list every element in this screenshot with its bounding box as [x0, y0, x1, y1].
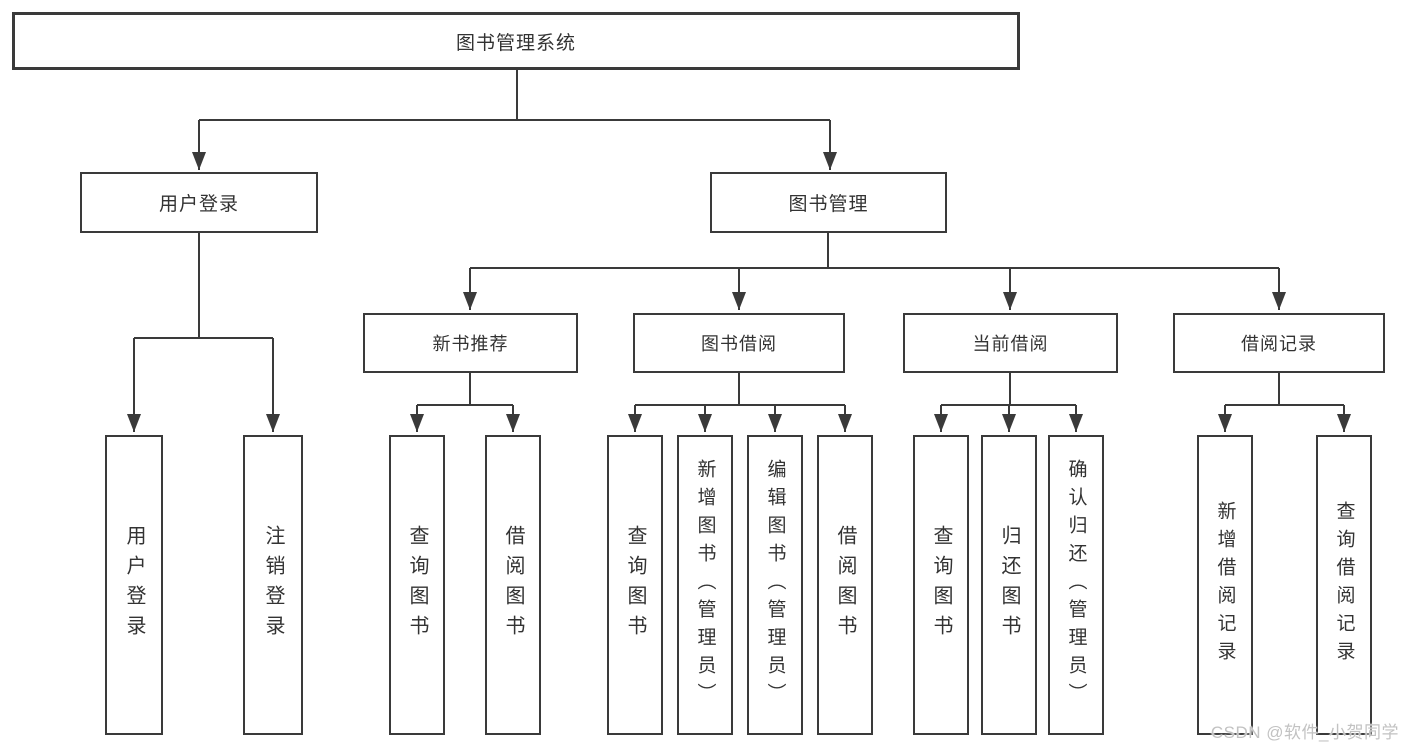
- node-library-management-system: 图书管理系统: [12, 12, 1020, 70]
- leaf-add-books-admin: 新增图书（管理员）: [677, 435, 733, 735]
- leaf-query-books-recommend: 查询图书: [389, 435, 445, 735]
- node-user-login: 用户登录: [80, 172, 318, 233]
- leaf-query-books-current: 查询图书: [913, 435, 969, 735]
- leaf-logout-login: 注销登录: [243, 435, 303, 735]
- leaf-borrow-books-recommend: 借阅图书: [485, 435, 541, 735]
- node-new-book-recommendation: 新书推荐: [363, 313, 578, 373]
- leaf-edit-books-admin: 编辑图书（管理员）: [747, 435, 803, 735]
- node-current-borrowing: 当前借阅: [903, 313, 1118, 373]
- leaf-add-borrow-record: 新增借阅记录: [1197, 435, 1253, 735]
- leaf-query-borrow-record: 查询借阅记录: [1316, 435, 1372, 735]
- node-borrowing-records: 借阅记录: [1173, 313, 1385, 373]
- leaf-query-books-borrowing: 查询图书: [607, 435, 663, 735]
- leaf-confirm-return-admin: 确认归还（管理员）: [1048, 435, 1104, 735]
- node-book-borrowing: 图书借阅: [633, 313, 845, 373]
- leaf-borrow-books-borrowing: 借阅图书: [817, 435, 873, 735]
- watermark: CSDN @软件_小贺同学: [1210, 723, 1399, 742]
- leaf-return-books: 归还图书: [981, 435, 1037, 735]
- leaf-user-login: 用户登录: [105, 435, 163, 735]
- node-book-management: 图书管理: [710, 172, 947, 233]
